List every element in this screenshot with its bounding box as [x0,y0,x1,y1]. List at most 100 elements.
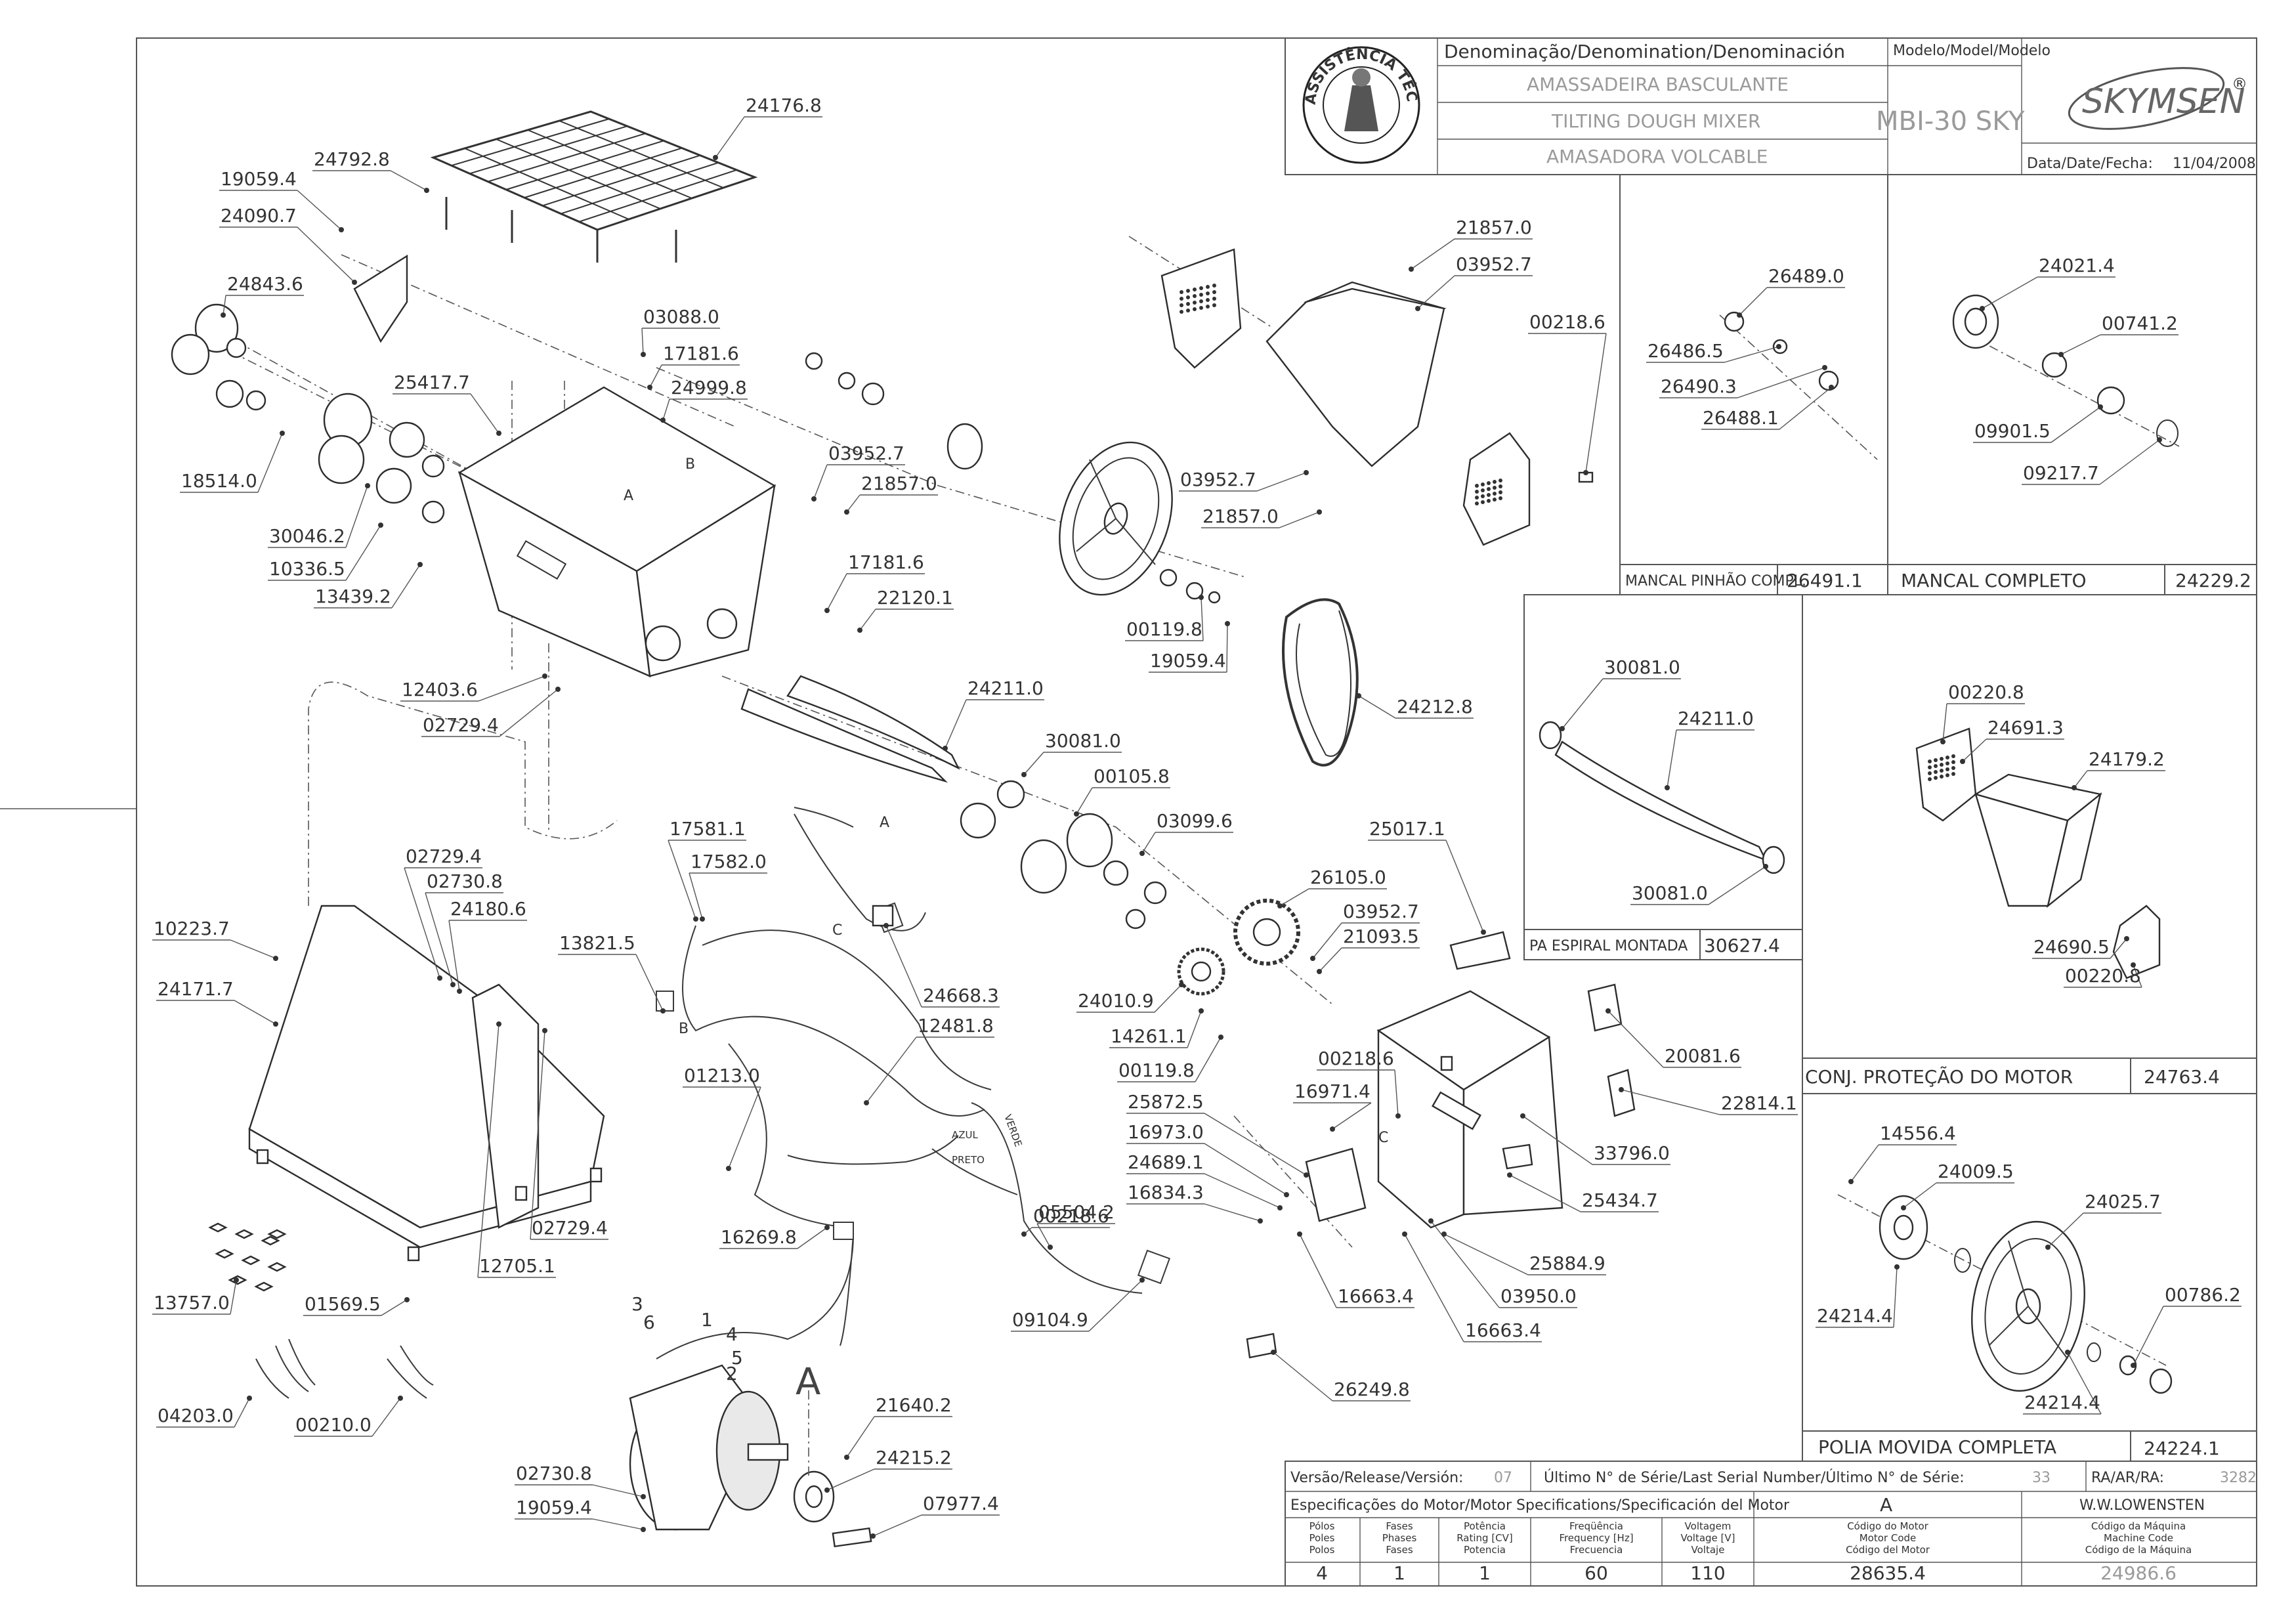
marker-c-2: C [1378,1130,1388,1146]
motor-value-cell: 4 [1316,1562,1328,1584]
marker-a-2: A [880,815,889,831]
callout-text: 30081.0 [1604,656,1680,678]
callout-00218-6: 00218.6 [1317,1048,1401,1119]
callout-text: 24179.2 [2089,748,2165,770]
callout-25884-9: 25884.9 [1441,1231,1606,1275]
callout-text: 16663.4 [1338,1285,1414,1307]
callout-text: 00119.8 [1126,618,1202,640]
subassembly-code-2: 24229.2 [2175,570,2251,591]
callout-18514-0: 18514.0 [180,431,285,493]
motor-header-cell: Frecuencia [1570,1544,1623,1556]
callout-text: 14261.1 [1111,1025,1187,1047]
callout-text: 26490.3 [1661,375,1737,397]
callout-00741-2: 00741.2 [2058,312,2179,357]
motor-header-cell: Machine Code [2104,1532,2173,1544]
callout-text: 09217.7 [2023,462,2099,484]
callout-00220-8: 00220.8 [1940,681,2025,744]
callout-24689-1: 24689.1 [1126,1151,1283,1210]
callout-text: 26105.0 [1310,866,1386,888]
callout-text: 02730.8 [427,870,503,892]
callout-text: 21857.0 [1456,217,1532,238]
ra-value: 3282 [2220,1470,2257,1486]
callout-text: 00210.0 [295,1414,372,1436]
callout-text: 12403.6 [402,679,478,700]
wire-6: 6 [643,1312,655,1333]
callout-00119-8: 00119.8 [1117,1035,1223,1082]
motor-value-cell: 28635.4 [1850,1562,1926,1584]
motor-header-cell: Potência [1464,1520,1506,1532]
motor-value-cell: 110 [1690,1562,1725,1584]
motor-value-cell: 24986.6 [2100,1562,2177,1584]
callout-text: 24215.2 [876,1447,952,1468]
callout-21857-0: 21857.0 [844,473,938,515]
callout-00119-8: 00119.8 [1125,595,1204,641]
callout-26490-3: 26490.3 [1659,365,1827,398]
wiring-harness [656,807,1171,1359]
callout-00210-0: 00210.0 [294,1396,403,1437]
motor-header-cell: Pólos [1309,1520,1335,1532]
callout-24690-5: 24690.5 [2032,936,2129,959]
callout-30081-0: 30081.0 [1021,730,1122,777]
callout-03099-6: 03099.6 [1139,810,1233,856]
machine-name-pt: AMASSADEIRA BASCULANTE [1527,74,1789,95]
callout-text: 24090.7 [221,205,297,226]
callout-22120-1: 22120.1 [857,587,954,633]
callout-text: 02730.8 [516,1463,592,1484]
subassembly-name-2: MANCAL COMPLETO [1901,570,2087,591]
callout-text: 16269.8 [721,1226,797,1248]
motor-header-cell: Potencia [1464,1544,1506,1556]
callout-text: 25884.9 [1529,1252,1605,1274]
callout-02730-8: 02730.8 [425,870,503,987]
serial-value: 33 [2032,1470,2051,1486]
wire-2: 2 [726,1363,738,1384]
callout-21093-5: 21093.5 [1317,926,1420,974]
serial-label: Último N° de Série/Last Serial Number/Úl… [1544,1469,1965,1486]
motor-header-cell: Frequency [Hz] [1559,1532,1633,1544]
authorized-service-seal: ASSISTÊNCIA TÉCNICA AUTORIZADA [0,0,1420,164]
callout-19059-4: 19059.4 [219,168,344,232]
callout-17582-0: 17582.0 [689,851,767,922]
callout-text: 24690.5 [2033,936,2110,958]
callout-text: 00741.2 [2102,312,2178,334]
callout-26249-8: 26249.8 [1271,1350,1411,1401]
callout-10223-7: 10223.7 [152,918,278,961]
svg-text:SKYMSEN: SKYMSEN [2082,82,2245,121]
callout-text: 02729.4 [406,845,482,867]
callout-text: 19059.4 [1150,650,1226,672]
callout-16269-8: 16269.8 [719,1225,830,1249]
callout-30046-2: 30046.2 [268,483,370,548]
callout-text: 26486.5 [1648,340,1724,362]
callout-16663-4: 16663.4 [1297,1231,1414,1308]
callout-text: 16834.3 [1128,1182,1204,1203]
model-header: Modelo/Model/Modelo [1893,43,2051,59]
callout-00786-2: 00786.2 [2131,1284,2242,1368]
callout-text: 26249.8 [1334,1378,1410,1400]
callout-25017-1: 25017.1 [1368,818,1486,935]
motor-header-cell: Código da Máquina [2091,1520,2186,1532]
subassembly-name-5: POLIA MOVIDA COMPLETA [1818,1436,2056,1458]
callout-24212-8: 24212.8 [1356,693,1474,719]
bowl-housing [457,386,776,677]
svg-text:ASSISTÊNCIA TÉCNICA AUTORIZADA: ASSISTÊNCIA TÉCNICA AUTORIZADA [0,0,1420,106]
callout-text: 12705.1 [479,1255,555,1277]
callout-text: 25017.1 [1369,818,1445,840]
callout-03952-7: 03952.7 [1415,253,1533,311]
callout-20081-6: 20081.6 [1605,1008,1741,1068]
callout-19059-4: 19059.4 [515,1497,646,1532]
callout-text: 00786.2 [2165,1284,2241,1306]
version-value: 07 [1494,1470,1512,1486]
callout-24214-4: 24214.4 [2023,1350,2102,1415]
callout-text: 14556.4 [1880,1122,1956,1144]
callout-14556-4: 14556.4 [1848,1122,1957,1184]
callout-text: 24176.8 [746,95,822,116]
callout-text: 21640.2 [876,1394,952,1416]
callout-13439-2: 13439.2 [314,562,423,609]
callout-24025-7: 24025.7 [2045,1191,2161,1250]
driven-pulley [805,352,1221,604]
callout-17581-1: 17581.1 [668,818,746,922]
callout-text: 21857.0 [1202,505,1279,527]
callout-text: 17582.0 [691,851,767,872]
callout-21857-0: 21857.0 [1201,505,1322,528]
date-label: Data/Date/Fecha: [2027,156,2153,172]
